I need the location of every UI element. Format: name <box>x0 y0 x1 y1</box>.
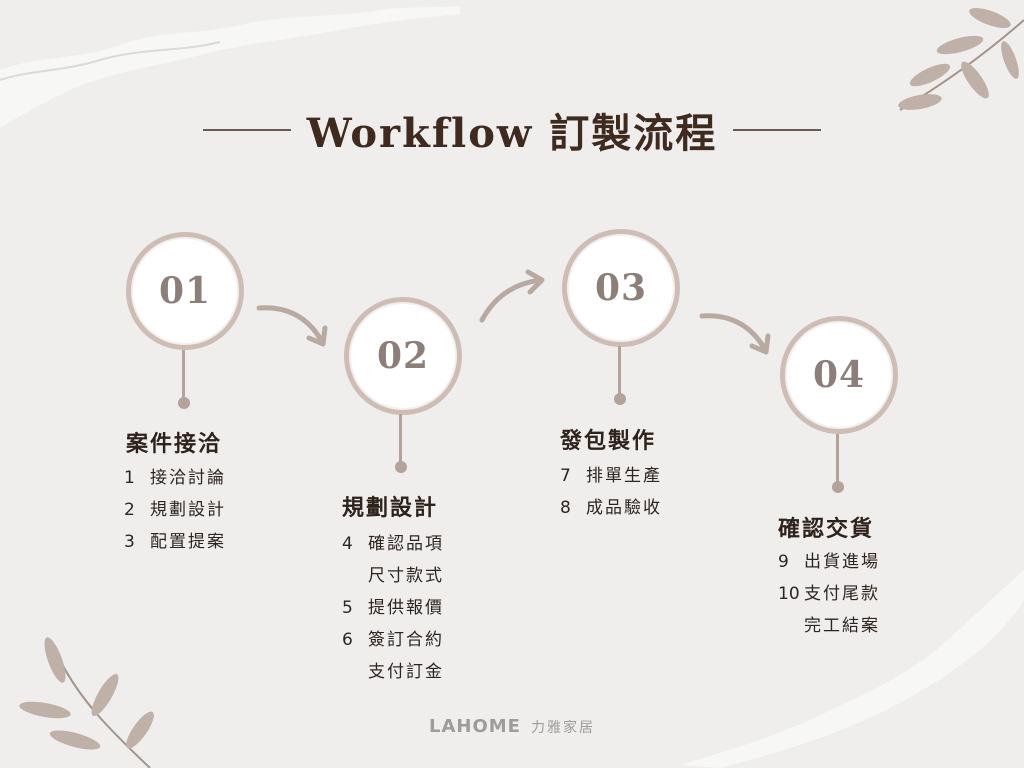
arrow-01-to-02-icon <box>256 305 328 347</box>
brand-logo: LAHOME 力雅家居 <box>0 716 1024 737</box>
step-circle-01: 01 <box>126 232 244 350</box>
step-connector-02 <box>399 414 402 464</box>
list-item-continuation: 支付訂金 <box>368 662 444 682</box>
step-dot-04 <box>832 481 844 493</box>
step-connector-03 <box>618 346 621 396</box>
list-item-continuation: 完工結案 <box>804 616 880 636</box>
step-heading-03: 發包製作 <box>560 429 657 454</box>
step-heading-01: 案件接洽 <box>126 432 223 457</box>
logo-subtitle: 力雅家居 <box>530 719 595 736</box>
leaf-branch-bottom-left-icon <box>19 637 154 768</box>
torn-paper-decoration-top <box>0 6 460 128</box>
step-dot-02 <box>395 461 407 473</box>
step-heading-02: 規劃設計 <box>342 496 439 521</box>
step-number: 03 <box>594 267 648 309</box>
leaf-branch-top-right-icon <box>898 8 1024 111</box>
step-number: 04 <box>812 354 866 396</box>
step-connector-04 <box>836 434 839 484</box>
title-divider-left <box>202 129 291 131</box>
arrow-03-to-04-icon <box>699 313 771 355</box>
logo-wordmark: LAHOME <box>429 716 521 737</box>
title-divider-right <box>733 129 822 131</box>
step-dot-01 <box>178 397 190 409</box>
torn-paper-decoration-bottom <box>680 570 1024 768</box>
step-connector-01 <box>182 350 185 400</box>
title-bar: Workflow 訂製流程 <box>0 100 1024 160</box>
step-circle-04: 04 <box>780 316 898 434</box>
arrow-02-to-03-icon <box>479 269 545 323</box>
step-number: 02 <box>376 335 430 377</box>
step-number: 01 <box>158 270 212 312</box>
step-circle-02: 02 <box>344 297 462 415</box>
step-dot-03 <box>614 393 626 405</box>
step-circle-03: 03 <box>562 229 680 347</box>
list-item-continuation: 尺寸款式 <box>368 566 444 586</box>
page-title: Workflow 訂製流程 <box>306 110 718 157</box>
step-heading-04: 確認交貨 <box>778 517 875 542</box>
